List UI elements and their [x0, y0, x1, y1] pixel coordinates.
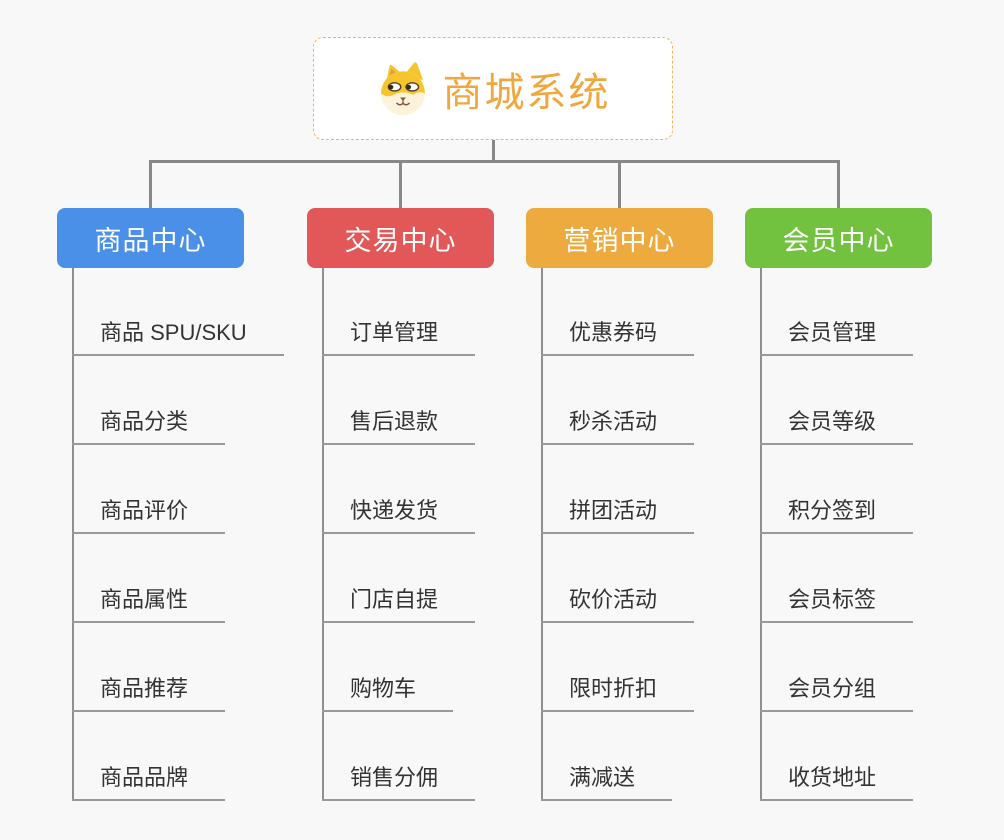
leaf-node-product-recommend[interactable]: 商品推荐 [72, 674, 226, 712]
root-node-title: 商城系统 [442, 70, 611, 115]
branch-node-product-center[interactable]: 商品中心 [57, 208, 244, 268]
leaf-node-product-brand[interactable]: 商品品牌 [72, 763, 226, 801]
connector-root-trunk [492, 140, 495, 161]
connector-trunk-member-center [760, 268, 762, 801]
connector-trunk-trade-center [322, 268, 324, 801]
leaf-node-flash-sale[interactable]: 秒杀活动 [541, 407, 695, 445]
branch-label: 交易中心 [344, 225, 457, 256]
leaf-node-bargain-activity[interactable]: 砍价活动 [541, 585, 695, 623]
leaf-node-express-shipping[interactable]: 快递发货 [322, 496, 476, 534]
branch-node-marketing-center[interactable]: 营销中心 [526, 208, 713, 268]
leaf-node-member-level[interactable]: 会员等级 [760, 407, 914, 445]
leaf-node-shipping-address[interactable]: 收货地址 [760, 763, 914, 801]
leaf-node-points-checkin[interactable]: 积分签到 [760, 496, 914, 534]
leaf-node-spend-and-save[interactable]: 满减送 [541, 763, 673, 801]
leaf-node-product-review[interactable]: 商品评价 [72, 496, 226, 534]
leaf-node-aftersale-refund[interactable]: 售后退款 [322, 407, 476, 445]
leaf-node-coupon-code[interactable]: 优惠券码 [541, 318, 695, 356]
dog-face-icon [376, 61, 430, 116]
leaf-node-shopping-cart[interactable]: 购物车 [322, 674, 454, 712]
branch-node-member-center[interactable]: 会员中心 [745, 208, 932, 268]
leaf-node-group-buying[interactable]: 拼团活动 [541, 496, 695, 534]
leaf-node-member-tag[interactable]: 会员标签 [760, 585, 914, 623]
leaf-node-product-spu-sku[interactable]: 商品 SPU/SKU [72, 318, 284, 356]
branch-node-trade-center[interactable]: 交易中心 [307, 208, 494, 268]
branch-label: 营销中心 [563, 225, 676, 256]
leaf-node-product-attribute[interactable]: 商品属性 [72, 585, 226, 623]
root-node-mall-system[interactable]: 商城系统 [313, 37, 673, 140]
leaf-node-member-management[interactable]: 会员管理 [760, 318, 914, 356]
connector-drop-trade-center [399, 160, 402, 208]
branch-label: 会员中心 [782, 225, 895, 256]
connector-drop-member-center [837, 160, 840, 208]
leaf-node-sales-commission[interactable]: 销售分佣 [322, 763, 476, 801]
connector-drop-product-center [149, 160, 152, 208]
branch-label: 商品中心 [94, 225, 207, 256]
connector-trunk-marketing-center [541, 268, 543, 801]
connector-bus [149, 160, 840, 163]
connector-drop-marketing-center [618, 160, 621, 208]
leaf-node-store-pickup[interactable]: 门店自提 [322, 585, 476, 623]
leaf-node-limited-time-discount[interactable]: 限时折扣 [541, 674, 695, 712]
leaf-node-member-group[interactable]: 会员分组 [760, 674, 914, 712]
leaf-node-order-management[interactable]: 订单管理 [322, 318, 476, 356]
connector-trunk-product-center [72, 268, 74, 801]
leaf-node-product-category[interactable]: 商品分类 [72, 407, 226, 445]
